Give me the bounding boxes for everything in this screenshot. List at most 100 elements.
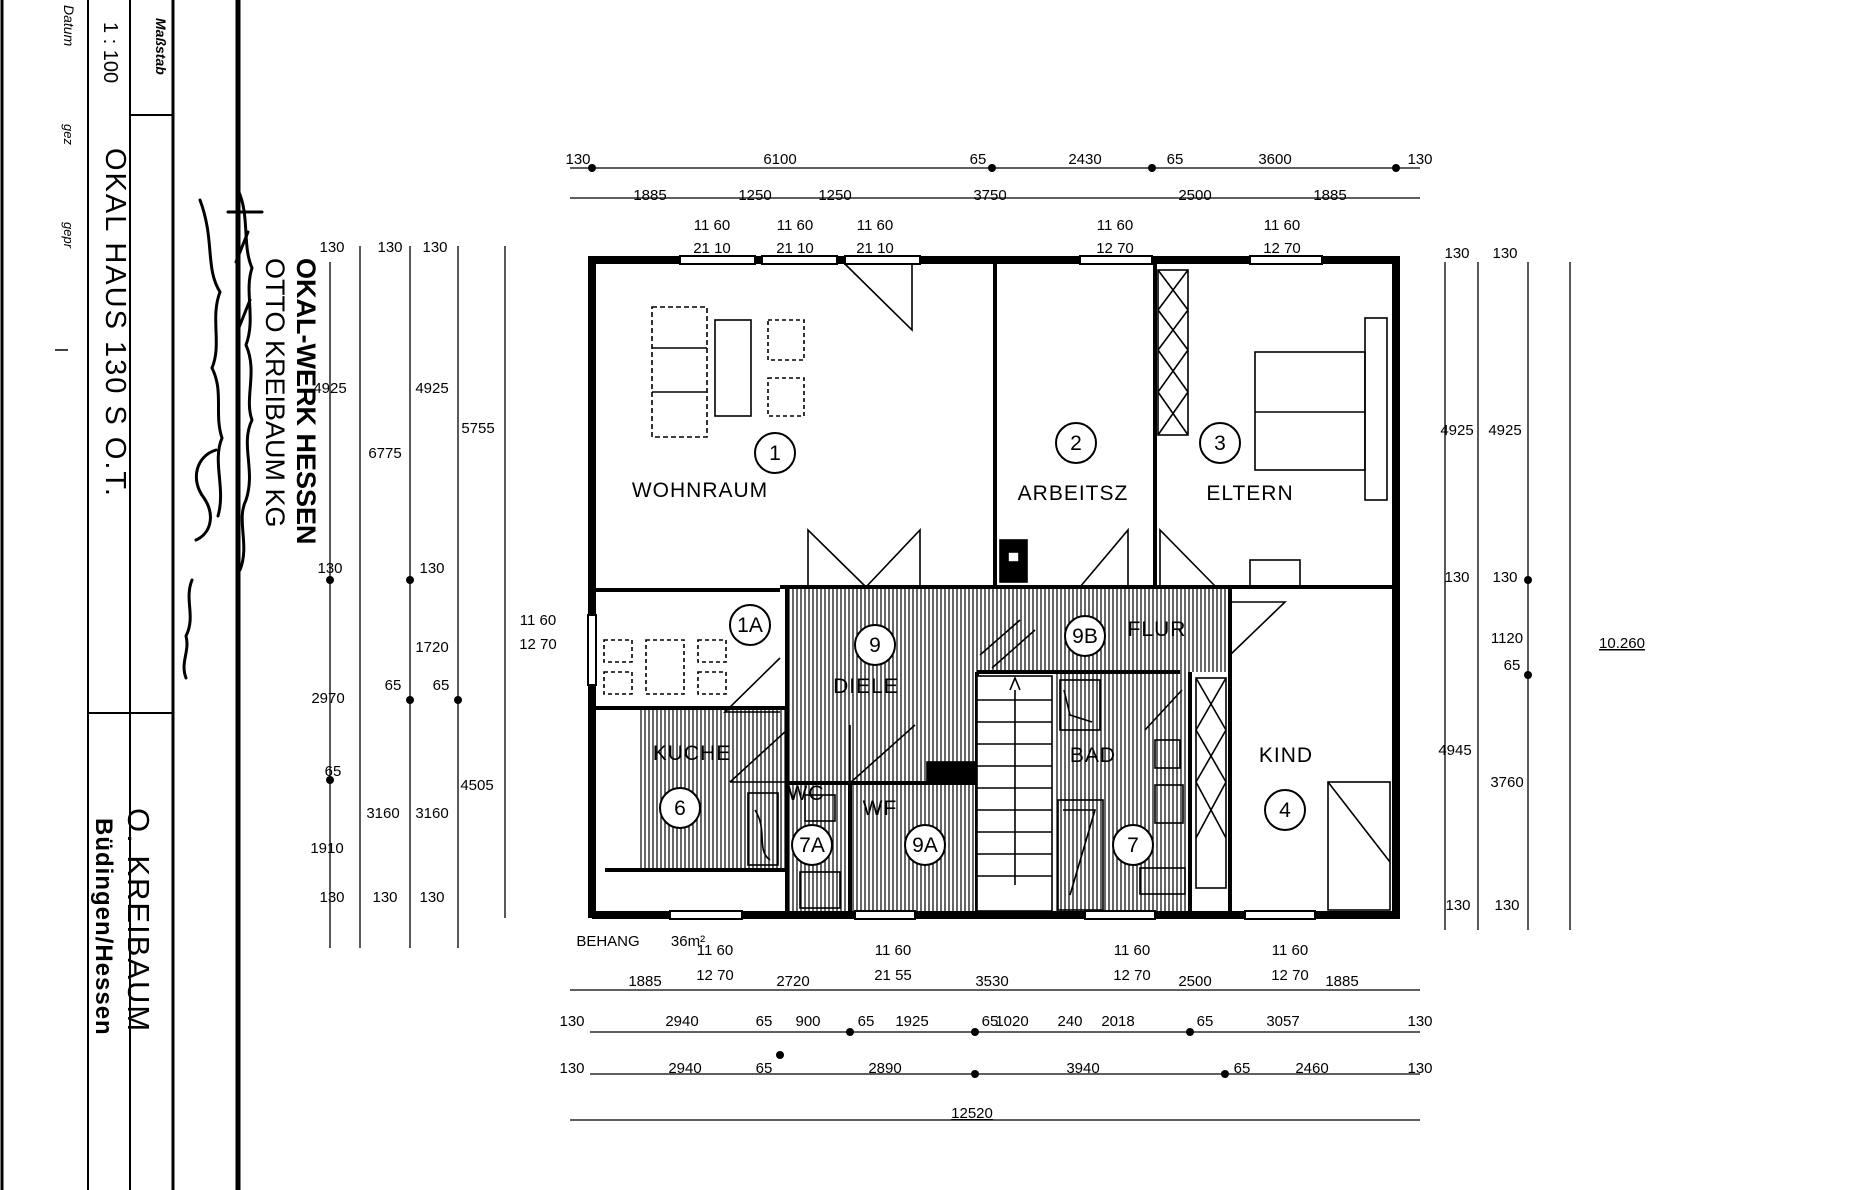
- dimension-label: 130: [377, 239, 402, 256]
- room-number-circle: [854, 624, 896, 666]
- room-name: ELTERN: [1206, 482, 1293, 505]
- owner-name: O. KREIBAUM: [121, 808, 156, 1033]
- dimension-label: 12 70: [1096, 240, 1134, 257]
- room-number-circle: [1055, 422, 1097, 464]
- dimension-label: 4925: [313, 380, 346, 397]
- dimension-label: 6100: [763, 151, 796, 168]
- room-number: 2: [1070, 432, 1082, 455]
- dimension-label: 4925: [1440, 422, 1473, 439]
- dimension-label: 12 70: [1263, 240, 1301, 257]
- room-number: 9: [869, 634, 881, 657]
- dimension-label: 6775: [368, 445, 401, 462]
- dimension-label: 11 60: [1097, 217, 1133, 234]
- label-datum: Datum: [61, 5, 77, 47]
- hatch-bad: [1055, 672, 1190, 913]
- dimension-ticks: [326, 164, 1532, 1078]
- overall-depth: 10.260: [1599, 635, 1645, 652]
- room-number-circle: [791, 824, 833, 866]
- dimension-label: 1250: [738, 187, 771, 204]
- room-number: 1A: [737, 614, 763, 637]
- dimension-label: 3760: [1490, 774, 1523, 791]
- dimension-label: 1885: [1325, 973, 1358, 990]
- room-number: 4: [1279, 799, 1291, 822]
- staircase: [976, 619, 1053, 912]
- dimension-label: 2018: [1101, 1013, 1134, 1030]
- room-number-circle: [659, 787, 701, 829]
- company-line-1: OKAL-WERK HESSEN: [291, 258, 321, 545]
- furniture-wohnraum: [603, 306, 805, 695]
- dimension-label: 2940: [665, 1013, 698, 1030]
- dimension-label: 3530: [975, 973, 1008, 990]
- handwritten-signature: [182, 188, 264, 680]
- dimension-label: 1910: [310, 840, 343, 857]
- dimension-label: 1720: [415, 639, 448, 656]
- dimension-label: 65: [982, 1013, 999, 1030]
- dimension-label: 4505: [460, 777, 493, 794]
- label-gepr: gepr: [61, 222, 76, 249]
- dimension-label: 65: [1197, 1013, 1214, 1030]
- dimension-label: 65: [1504, 657, 1521, 674]
- dimension-label: 65: [970, 151, 987, 168]
- room-number: 6: [674, 797, 686, 820]
- dimension-label: 2970: [311, 690, 344, 707]
- dimension-label: 11 60: [697, 942, 733, 959]
- dimension-label: 130: [1444, 245, 1469, 262]
- dimension-label: 130: [422, 239, 447, 256]
- dimension-label: 2460: [1295, 1060, 1328, 1077]
- dimension-label: 130: [419, 889, 444, 906]
- behang-area: 36m²: [671, 933, 705, 950]
- dimension-label: 130: [317, 560, 342, 577]
- dimension-label: 130: [1494, 897, 1519, 914]
- label-gez: gez: [61, 124, 76, 145]
- dimension-label: 1885: [1313, 187, 1346, 204]
- dimension-label: 11 60: [875, 942, 911, 959]
- dimension-label: 1925: [895, 1013, 928, 1030]
- dimension-label: 2430: [1068, 151, 1101, 168]
- room-name: WC: [788, 782, 825, 805]
- dimension-label: 130: [319, 239, 344, 256]
- room-labels: 1WOHNRAUM1A2ARBEITSZ3ELTERN4KIND6KUCHE7B…: [632, 422, 1312, 866]
- dimension-label: 3160: [366, 805, 399, 822]
- dimension-label: 11 60: [1272, 942, 1308, 959]
- dimension-label: 21 10: [856, 240, 894, 257]
- doors: [723, 263, 1287, 784]
- dimension-label: 130: [565, 151, 590, 168]
- dimension-label: 130: [1407, 1060, 1432, 1077]
- dimension-label: 11 60: [694, 217, 730, 234]
- dimension-label: 11 60: [1114, 942, 1150, 959]
- dimension-label: 2720: [776, 973, 809, 990]
- room-number-circle: [904, 824, 946, 866]
- dimension-label: 2890: [868, 1060, 901, 1077]
- dimension-label: 130: [372, 889, 397, 906]
- dimension-label: 1885: [633, 187, 666, 204]
- dimension-label: 1885: [628, 973, 661, 990]
- dimension-label: 130: [419, 560, 444, 577]
- dimension-label: 2500: [1178, 973, 1211, 990]
- room-name: KUCHE: [653, 742, 732, 765]
- dimension-label: 21 10: [776, 240, 814, 257]
- room-name: FLUR: [1128, 618, 1187, 641]
- dimension-label: 130: [319, 889, 344, 906]
- hatch-kueche: [640, 710, 787, 870]
- dimension-label: 4945: [1438, 742, 1471, 759]
- room-number-circle: [1064, 615, 1106, 657]
- label-massstab: Maßstab: [153, 18, 169, 75]
- project-title: OKAL HAUS 130 S O.T.: [99, 148, 131, 498]
- dimension-label: 3057: [1266, 1013, 1299, 1030]
- dimension-label: 65: [325, 763, 342, 780]
- dimension-label: 12 70: [1271, 967, 1309, 984]
- title-block: Datum gez gepr Maßstab 1 : 100 OKAL HAUS…: [0, 0, 321, 1190]
- dimension-label: 900: [795, 1013, 820, 1030]
- dimension-label: 12 70: [519, 636, 557, 653]
- dimension-label: 65: [1234, 1060, 1251, 1077]
- room-number-circle: [1112, 824, 1154, 866]
- dimension-label: 3600: [1258, 151, 1291, 168]
- room-number-circle: [729, 604, 771, 646]
